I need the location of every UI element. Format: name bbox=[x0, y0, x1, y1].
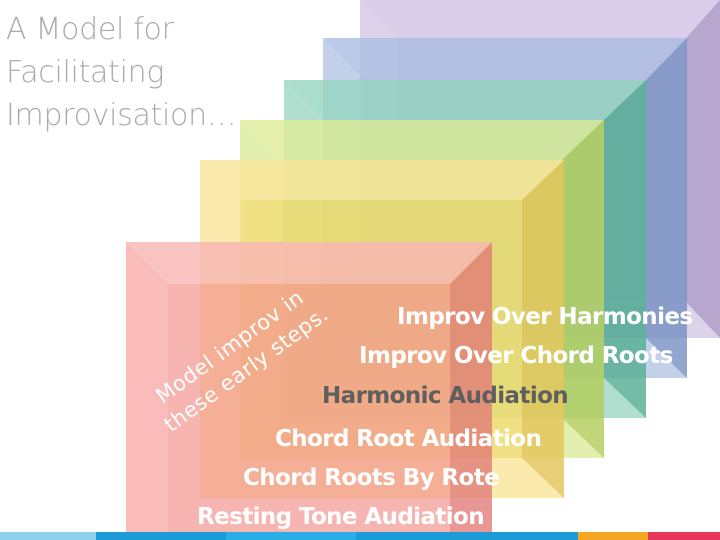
footer-segment bbox=[356, 532, 578, 540]
footer-segment bbox=[578, 532, 648, 540]
title-line-1: A Model for bbox=[6, 12, 174, 47]
slide-title: A Model for Facilitating Improvisation… bbox=[6, 8, 306, 137]
step-improv-over-chord-roots: Improv Over Chord Roots bbox=[359, 343, 673, 369]
footer-segment bbox=[226, 532, 356, 540]
title-line-3: Improvisation… bbox=[6, 98, 237, 133]
step-chord-roots-by-rote: Chord Roots By Rote bbox=[243, 465, 500, 491]
frame-resting-tone-audiation bbox=[126, 242, 492, 540]
step-chord-root-audiation: Chord Root Audiation bbox=[275, 426, 542, 452]
footer-segment bbox=[0, 532, 96, 540]
step-harmonic-audiation: Harmonic Audiation bbox=[322, 383, 569, 409]
title-line-2: Facilitating bbox=[6, 55, 165, 90]
step-resting-tone-audiation: Resting Tone Audiation bbox=[197, 504, 485, 530]
footer-segment bbox=[96, 532, 226, 540]
footer-color-bar bbox=[0, 532, 720, 540]
step-improv-over-harmonies: Improv Over Harmonies bbox=[397, 304, 693, 330]
footer-segment bbox=[648, 532, 720, 540]
